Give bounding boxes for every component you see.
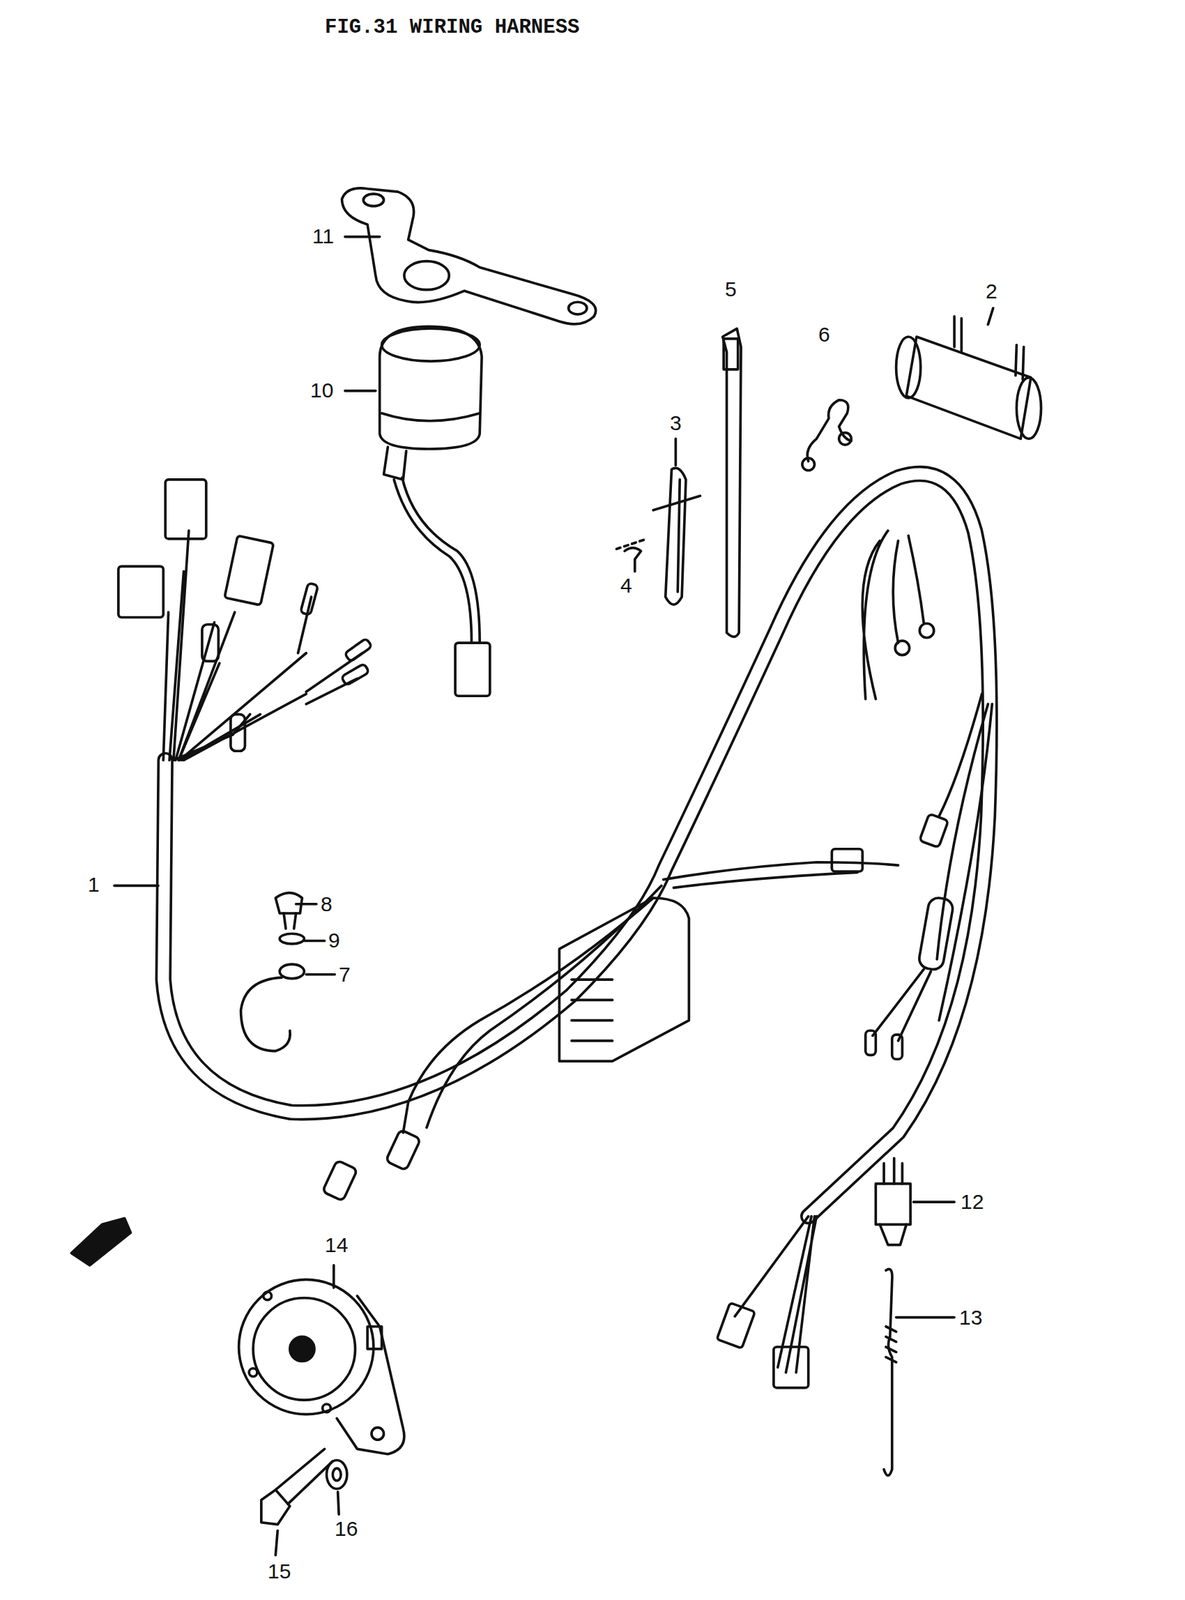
- callout-number: 15: [267, 1559, 291, 1584]
- callout-number: 9: [328, 928, 341, 953]
- callout-number: 12: [960, 1189, 984, 1214]
- callout-number: 14: [324, 1233, 348, 1257]
- callout-number: 8: [320, 892, 333, 916]
- callout-number: 11: [312, 224, 334, 249]
- callout-number: 2: [985, 279, 998, 304]
- callout-number: 5: [724, 277, 737, 302]
- callout-number: 3: [669, 411, 682, 435]
- callout-number: 13: [959, 1305, 983, 1330]
- callout-number: 4: [620, 573, 633, 598]
- callout-number: 6: [818, 322, 831, 347]
- figure-title: FIG.31 WIRING HARNESS: [324, 16, 580, 40]
- callout-number: 16: [334, 1516, 358, 1541]
- callout-number: 1: [87, 872, 100, 897]
- callout-number: 7: [338, 962, 351, 987]
- callout-number: 10: [310, 378, 334, 403]
